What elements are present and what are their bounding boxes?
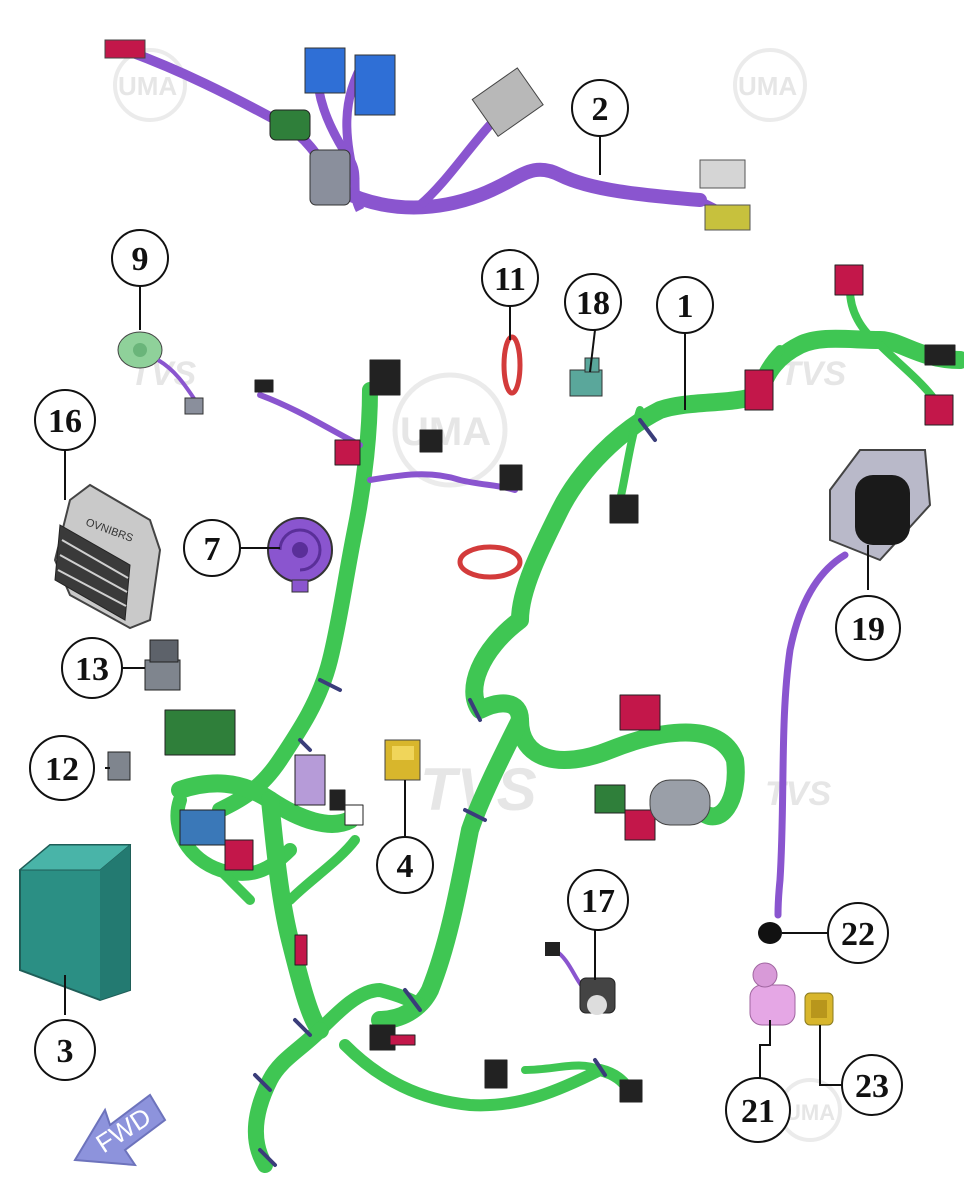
callout-4: 4 [376,836,434,894]
red-connector [224,839,254,871]
svg-text:21: 21 [741,1093,775,1130]
part-16-ecu: OVNIBRS [53,483,162,630]
grey-connector [471,67,544,138]
callout-11: 11 [481,249,539,307]
red-connector [294,934,308,966]
part-21-cap [749,962,796,1026]
callout-19: 19 [835,595,901,661]
blue-connector [304,47,346,94]
grey-connector [309,149,351,206]
red-connector [104,39,146,59]
part-1-main-harness [164,264,964,1173]
red-connector [834,264,864,296]
part-7-horn [267,517,333,593]
white-connector [699,159,746,189]
watermarks: UMA UMA UMA TVS TVS TVS TVS UMA [113,48,846,1142]
svg-text:UMA: UMA [738,71,797,101]
red-connector [624,809,656,841]
black-connector [609,494,639,524]
red-ring [457,544,523,580]
black-connector [619,1079,643,1103]
red-connector [389,1034,416,1046]
blue-connector [354,54,396,116]
callout-1: 1 [656,276,714,334]
black-connector [924,344,956,366]
fuel-pump-connector [649,779,711,826]
yellow-connector [704,204,751,231]
svg-text:12: 12 [45,751,79,788]
black-connector [329,789,346,811]
red-connector [619,694,661,731]
white-connector [344,804,364,826]
callout-22: 22 [827,902,889,964]
svg-text:19: 19 [851,611,885,648]
svg-text:3: 3 [57,1033,74,1070]
watermark-uma: UMA [118,71,177,101]
black-connector [369,359,401,396]
callout-3: 3 [34,1019,96,1081]
purple-connector [294,754,326,806]
part-18-sensor [569,357,603,397]
svg-text:16: 16 [48,403,82,440]
callout-21: 21 [725,1077,791,1143]
svg-text:UMA: UMA [785,1100,835,1125]
black-connector [254,379,274,393]
part-23-plug [804,992,834,1026]
callout-16: 16 [34,389,96,451]
leader-lines [64,135,869,1086]
callout-18: 18 [564,273,622,331]
svg-text:11: 11 [494,261,526,298]
part-11-ring [501,334,523,396]
black-connector [419,429,443,453]
svg-text:1: 1 [677,288,694,325]
red-connector [924,394,954,426]
svg-text:17: 17 [581,883,615,920]
svg-text:18: 18 [576,285,610,322]
fuse-box [164,709,236,756]
callout-23: 23 [841,1054,903,1116]
svg-text:UMA: UMA [400,410,491,454]
svg-text:7: 7 [204,531,221,568]
part-12-relay [107,751,131,781]
svg-text:9: 9 [132,241,149,278]
part-3-battery [18,844,132,1002]
callout-13: 13 [61,637,123,699]
part-19-ignition-coil [774,449,932,919]
green-connector [594,784,626,814]
part-13-relay [144,639,181,691]
part-17-sensor [545,942,616,1015]
part-22-grommet [758,922,782,944]
svg-text:2: 2 [592,91,609,128]
svg-text:TVS: TVS [780,355,846,393]
svg-text:4: 4 [397,848,414,885]
svg-text:23: 23 [855,1068,889,1105]
part-4-relay [384,739,421,781]
callout-12: 12 [29,735,95,801]
black-connector [499,464,523,491]
red-connector [334,439,361,466]
part-2-harness [104,39,751,231]
callout-7: 7 [183,519,241,577]
svg-text:13: 13 [75,651,109,688]
green-connector [269,109,311,141]
svg-text:TVS: TVS [765,775,831,813]
fwd-arrow: FWD [73,1093,167,1167]
blue-connector [179,809,226,846]
black-connector [484,1059,508,1089]
svg-text:22: 22 [841,916,875,953]
part-9-sensor [117,331,204,415]
callout-17: 17 [567,869,629,931]
callout-2: 2 [571,79,629,137]
callout-9: 9 [111,229,169,287]
red-connector [744,369,774,411]
